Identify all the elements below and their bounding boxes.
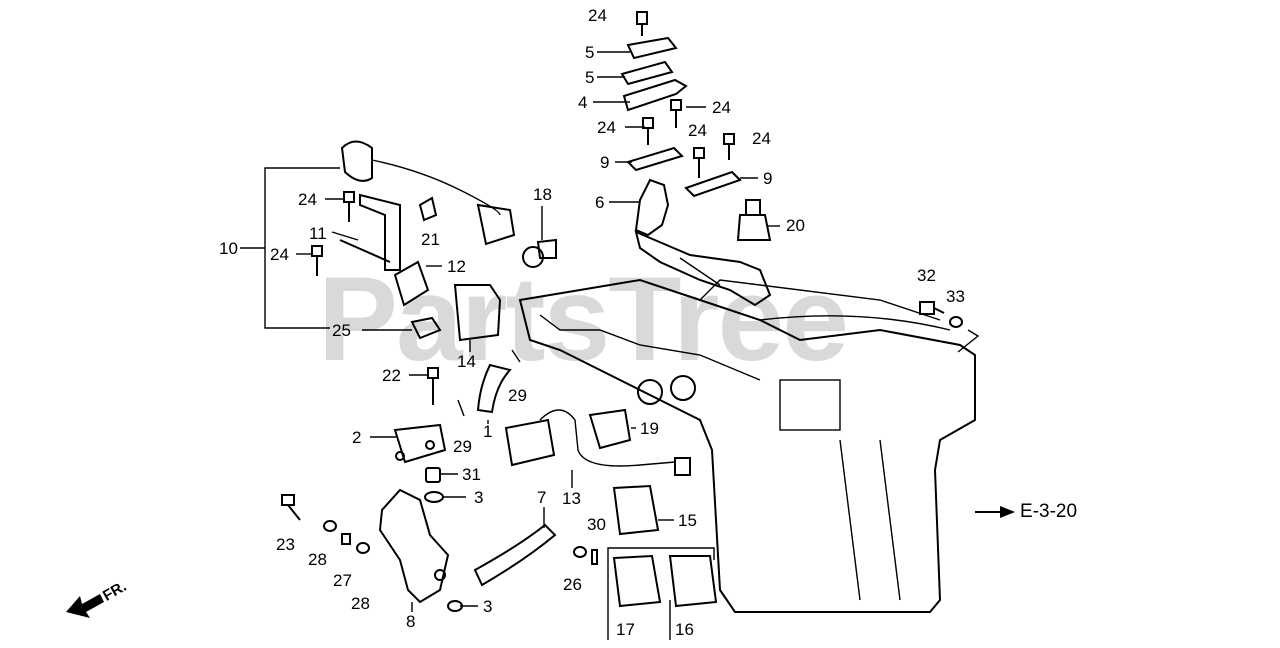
callout-24: 24 — [588, 6, 607, 25]
bolt-32 — [919, 301, 980, 353]
callout-9: 9 — [600, 153, 610, 172]
front-arrow — [66, 594, 104, 618]
nut-25 — [410, 316, 442, 340]
callout-24: 24 — [712, 98, 731, 117]
callout-24: 24 — [597, 118, 616, 137]
callout-31: 31 — [462, 465, 481, 484]
callout-29: 29 — [508, 386, 527, 405]
shift-arm-6 — [634, 178, 772, 307]
tube-7 — [473, 523, 557, 587]
callout-14: 14 — [457, 352, 476, 371]
callout-20: 20 — [786, 216, 805, 235]
callout-3: 3 — [483, 597, 493, 616]
callout-15: 15 — [678, 511, 697, 530]
callout-24: 24 — [298, 190, 317, 209]
callout-33: 33 — [946, 287, 965, 306]
callout-6: 6 — [595, 193, 605, 212]
hose-1 — [457, 349, 521, 417]
washer-26 — [573, 546, 598, 565]
callout-12: 12 — [447, 257, 466, 276]
watermark: PartsTree — [318, 252, 849, 386]
callout-28: 28 — [351, 594, 370, 613]
sensor-19 — [504, 408, 691, 476]
callout-1: 1 — [483, 422, 493, 441]
top-plates — [620, 11, 688, 112]
callout-23: 23 — [276, 535, 295, 554]
callout-32: 32 — [917, 266, 936, 285]
callout-8: 8 — [406, 612, 416, 631]
callout-13: 13 — [562, 489, 581, 508]
lever-8 — [378, 488, 450, 604]
main-housing — [518, 278, 976, 613]
callout-18: 18 — [533, 185, 552, 204]
leader-lines — [296, 51, 780, 612]
wire-harness — [340, 140, 557, 268]
callout-30: 30 — [587, 515, 606, 534]
boot-20 — [736, 199, 772, 241]
switch-2 — [393, 423, 447, 464]
cover-14 — [453, 284, 502, 352]
callout-21: 21 — [421, 230, 440, 249]
callout-28: 28 — [308, 550, 327, 569]
callout-24: 24 — [688, 121, 707, 140]
callout-22: 22 — [382, 366, 401, 385]
bolt-23 — [281, 494, 370, 554]
callout-4: 4 — [578, 93, 588, 112]
callout-5: 5 — [585, 68, 595, 87]
callout-25: 25 — [332, 321, 351, 340]
shims-9 — [626, 146, 742, 198]
callout-2: 2 — [352, 428, 362, 447]
callout-29: 29 — [453, 437, 472, 456]
reference-arrow — [975, 506, 1015, 518]
brackets — [339, 193, 438, 307]
callout-5: 5 — [585, 43, 595, 62]
callout-26: 26 — [563, 575, 582, 594]
callout-24: 24 — [752, 129, 771, 148]
callout-9: 9 — [763, 169, 773, 188]
callout-11: 11 — [309, 224, 327, 243]
group-bracket-10 — [240, 167, 340, 329]
grommets — [607, 484, 718, 640]
bolts-24 — [311, 99, 735, 405]
callout-10: 10 — [219, 239, 238, 258]
callout-24: 24 — [270, 245, 289, 264]
collars — [424, 467, 463, 612]
callout-16: 16 — [675, 620, 694, 639]
callout-7: 7 — [537, 488, 547, 507]
callout-17: 17 — [616, 620, 635, 639]
reference-label: E-3-20 — [1020, 501, 1078, 522]
callout-3: 3 — [474, 488, 484, 507]
callout-27: 27 — [333, 571, 352, 590]
callout-19: 19 — [640, 419, 659, 438]
